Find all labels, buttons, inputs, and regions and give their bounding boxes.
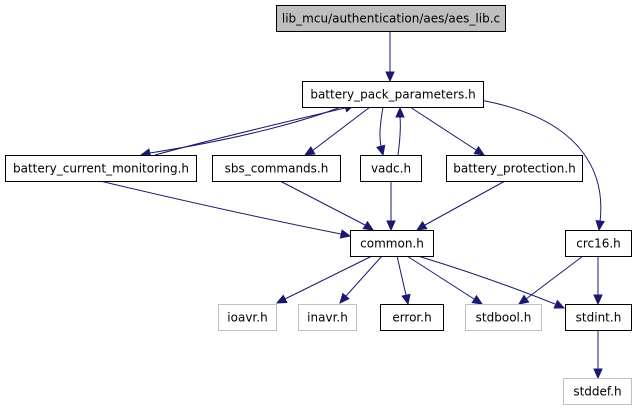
edge-battery_pack_parameters_h-to-battery_protection_h [409, 106, 486, 156]
arrowhead-icon [339, 292, 350, 304]
edge-battery_current_monitoring_h-to-battery_pack_parameters_h [154, 103, 356, 156]
edge-line [345, 255, 383, 297]
edge-battery_protection_h-to-common_h [415, 180, 506, 231]
arrowhead-icon [362, 220, 375, 231]
node-label: battery_pack_parameters.h [310, 88, 475, 102]
arrowhead-icon [376, 144, 386, 157]
edge-line [99, 180, 342, 235]
arrowhead-icon [385, 71, 395, 83]
edge-line [284, 255, 373, 300]
node-label: battery_current_monitoring.h [13, 162, 189, 176]
edge-vadc_h-to-battery_pack_parameters_h [395, 106, 405, 156]
arrowhead-icon [395, 106, 405, 118]
edge-line [424, 180, 506, 226]
edge-line [396, 255, 407, 296]
edges-layer [99, 31, 605, 380]
node-label: error.h [392, 311, 431, 325]
nodes-layer: lib_mcu/authentication/aes/aes_lib.cbatt… [5, 5, 632, 405]
edge-common_h-to-stdint_h [417, 255, 566, 309]
node-label: inavr.h [307, 311, 348, 325]
edge-crc16_h-to-stdint_h [593, 256, 603, 306]
edge-aes_lib_c-to-battery_pack_parameters_h [385, 31, 395, 83]
node-aes-lib-c[interactable]: lib_mcu/authentication/aes/aes_lib.c [276, 5, 506, 32]
arrowhead-icon [275, 294, 288, 304]
node-box [465, 304, 542, 331]
edge-line [149, 106, 342, 154]
node-box [350, 230, 434, 257]
edge-line [417, 255, 556, 305]
arrowhead-icon [593, 368, 603, 380]
node-label: lib_mcu/authentication/aes/aes_lib.c [282, 12, 500, 26]
node-ioavr-h: ioavr.h [218, 304, 277, 331]
node-box [298, 304, 357, 331]
edge-line [379, 106, 384, 148]
arrowhead-icon [595, 219, 605, 232]
arrowhead-icon [401, 293, 411, 306]
arrowhead-icon [553, 299, 566, 309]
edge-line [397, 116, 401, 156]
node-battery-pack-parameters-h[interactable]: battery_pack_parameters.h [302, 81, 484, 108]
node-box [565, 304, 632, 331]
node-label: sbs_commands.h [225, 162, 329, 176]
edge-vadc_h-to-common_h [386, 181, 396, 232]
node-label: stdint.h [576, 311, 622, 325]
edge-battery_pack_parameters_h-to-vadc_h [376, 106, 386, 157]
edge-line [409, 106, 477, 151]
node-label: common.h [360, 237, 424, 251]
edge-battery_pack_parameters_h-to-sbs_commands_h [303, 106, 371, 156]
arrowhead-icon [303, 146, 316, 156]
node-common-h[interactable]: common.h [350, 230, 434, 257]
node-stdint-h[interactable]: stdint.h [565, 304, 632, 331]
node-box [218, 304, 277, 331]
node-label: ioavr.h [227, 311, 267, 325]
node-battery-protection-h[interactable]: battery_protection.h [446, 155, 583, 182]
edge-common_h-to-stdbool_h [406, 255, 484, 305]
edge-stdint_h-to-stddef_h [593, 330, 603, 380]
arrowhead-icon [471, 294, 484, 305]
node-box [212, 155, 341, 182]
edge-battery_current_monitoring_h-to-common_h [99, 180, 352, 239]
node-label: battery_protection.h [453, 162, 576, 176]
node-vadc-h[interactable]: vadc.h [360, 155, 422, 182]
node-box [380, 304, 444, 331]
arrowhead-icon [386, 220, 396, 232]
node-label: vadc.h [371, 162, 411, 176]
node-crc16-h[interactable]: crc16.h [565, 230, 632, 257]
edge-common_h-to-error_h [396, 255, 411, 306]
node-label: stddef.h [573, 385, 621, 399]
edge-line [279, 180, 366, 226]
arrowhead-icon [517, 294, 530, 305]
arrowhead-icon [339, 229, 352, 239]
edge-common_h-to-ioavr_h [275, 255, 373, 304]
node-box [565, 230, 632, 257]
edge-line [479, 99, 602, 223]
edge-battery_pack_parameters_h-to-crc16_h [479, 99, 605, 232]
node-inavr-h: inavr.h [298, 304, 357, 331]
node-stdbool-h: stdbool.h [465, 304, 542, 331]
node-sbs-commands-h[interactable]: sbs_commands.h [212, 155, 341, 182]
node-box [5, 155, 197, 182]
edge-line [311, 106, 371, 152]
node-stddef-h: stddef.h [563, 378, 632, 405]
edge-common_h-to-inavr_h [339, 255, 383, 304]
arrowhead-icon [473, 145, 486, 156]
node-box [276, 5, 506, 32]
arrowhead-icon [593, 294, 603, 306]
node-label: stdbool.h [476, 311, 532, 325]
arrowhead-icon [415, 220, 428, 231]
edge-line [525, 255, 584, 300]
node-box [563, 378, 632, 405]
edge-sbs_commands_h-to-common_h [279, 180, 375, 231]
edge-line [406, 255, 475, 300]
node-box [302, 81, 484, 108]
edge-line [154, 107, 346, 156]
node-label: crc16.h [576, 237, 621, 251]
node-battery-current-monitoring-h[interactable]: battery_current_monitoring.h [5, 155, 197, 182]
node-box [360, 155, 422, 182]
node-box [446, 155, 583, 182]
edge-crc16_h-to-stdbool_h [517, 255, 584, 305]
node-error-h[interactable]: error.h [380, 304, 444, 331]
